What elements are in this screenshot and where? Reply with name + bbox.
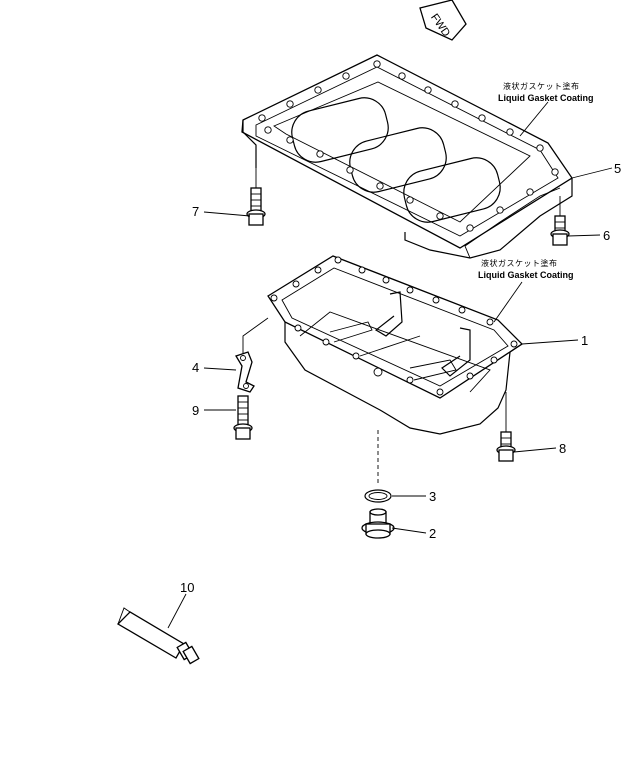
callout-6: 6 [603, 228, 610, 243]
callout-3: 3 [429, 489, 436, 504]
bolt-part-6 [550, 196, 570, 246]
bolt-part-9 [233, 395, 253, 440]
gasket-note-upper-jp: 液状ガスケット塗布 [503, 81, 580, 91]
oil-pan [267, 255, 524, 435]
bolt-part-7 [246, 168, 266, 226]
leader-lines [167, 101, 613, 629]
oil-pan-adapter [241, 54, 573, 259]
fwd-direction-arrow: FWD [419, 0, 467, 41]
callout-4: 4 [192, 360, 199, 375]
callout-7: 7 [192, 204, 199, 219]
bracket-part-4 [235, 317, 269, 393]
callout-10: 10 [180, 580, 194, 595]
callout-2: 2 [429, 526, 436, 541]
drain-plug-part-2 [361, 508, 395, 539]
callout-8: 8 [559, 441, 566, 456]
callout-1: 1 [581, 333, 588, 348]
o-ring-part-3 [364, 489, 392, 503]
gasket-note-lower-jp: 液状ガスケット塗布 [481, 258, 558, 268]
bolt-part-8 [496, 392, 516, 462]
callout-9: 9 [192, 403, 199, 418]
gasket-note-upper-en: Liquid Gasket Coating [498, 93, 594, 103]
callout-5: 5 [614, 161, 621, 176]
gasket-note-lower-en: Liquid Gasket Coating [478, 270, 574, 280]
gasket-tube-part-10 [116, 607, 200, 665]
